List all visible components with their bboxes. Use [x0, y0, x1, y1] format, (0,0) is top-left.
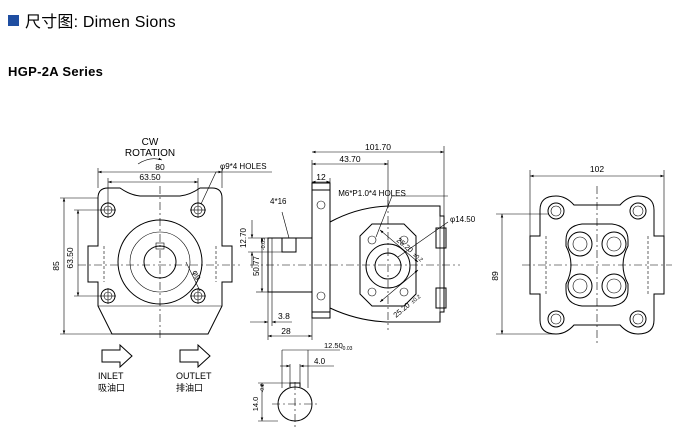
dim-63-50-width: 63.50 [139, 172, 161, 182]
dim-50-77-tolerance: -0.05 [261, 238, 267, 251]
dim-25-20-lower: 25.20 [392, 301, 412, 320]
cw-label: CW [142, 137, 159, 148]
dim-12: 12 [316, 172, 326, 182]
holes-label: φ9*4 HOLES [220, 162, 267, 171]
shaft-key-detail [258, 349, 340, 428]
dim-phi-14-50: φ14.50 [450, 215, 476, 224]
outlet-label-cn: 排油口 [176, 382, 203, 393]
header-square-icon [8, 15, 19, 26]
section-title: 尺寸图: Dimen Sions [25, 14, 176, 31]
dim-102: 102 [590, 164, 604, 174]
outlet-arrow-icon [179, 343, 211, 369]
inlet-label: INLET [98, 371, 124, 381]
dim-3-8: 3.8 [278, 311, 290, 321]
outlet-label: OUTLET [176, 371, 212, 381]
dim-4-0: 4.0 [314, 357, 326, 366]
dim-14-0-tolerance: -0.2 [260, 383, 266, 392]
dim-25-20-lower-tolerance: ±0.2 [410, 294, 422, 305]
dim-28: 28 [281, 326, 291, 336]
dim-12-50-tolerance: -0.03 [341, 346, 353, 352]
dim-80: 80 [155, 162, 165, 172]
dim-12-70: 12.70 [239, 227, 248, 248]
inlet-arrow-icon [101, 343, 133, 369]
dim-63-50-height: 63.50 [65, 247, 75, 269]
dim-50-77: 50.77 [252, 255, 261, 276]
dim-43-70: 43.70 [339, 154, 361, 164]
dim-14-0: 14.0 [251, 397, 260, 412]
dim-4x16: 4*16 [270, 197, 287, 206]
dim-89: 89 [490, 271, 500, 281]
dim-85: 85 [51, 261, 61, 271]
series-title: HGP-2A Series [8, 64, 104, 79]
dim-12-50: 12.50 [324, 341, 343, 350]
dim-25-20-upper-tolerance: ±0.2 [412, 252, 424, 263]
inlet-label-cn: 吸油口 [98, 382, 125, 393]
section-header: 尺寸图: Dimen Sions [8, 10, 176, 31]
side-view [248, 146, 460, 340]
rotation-label: ROTATION [125, 148, 175, 159]
front-bolt-holes [100, 202, 206, 304]
dim-phi-9: φ9 [190, 269, 202, 282]
front-view [60, 157, 272, 340]
rear-view [496, 170, 672, 344]
rear-bolt-holes [547, 202, 647, 328]
dim-101-70: 101.70 [365, 142, 391, 152]
m6-holes-label: M6*P1.0*4 HOLES [338, 189, 406, 198]
